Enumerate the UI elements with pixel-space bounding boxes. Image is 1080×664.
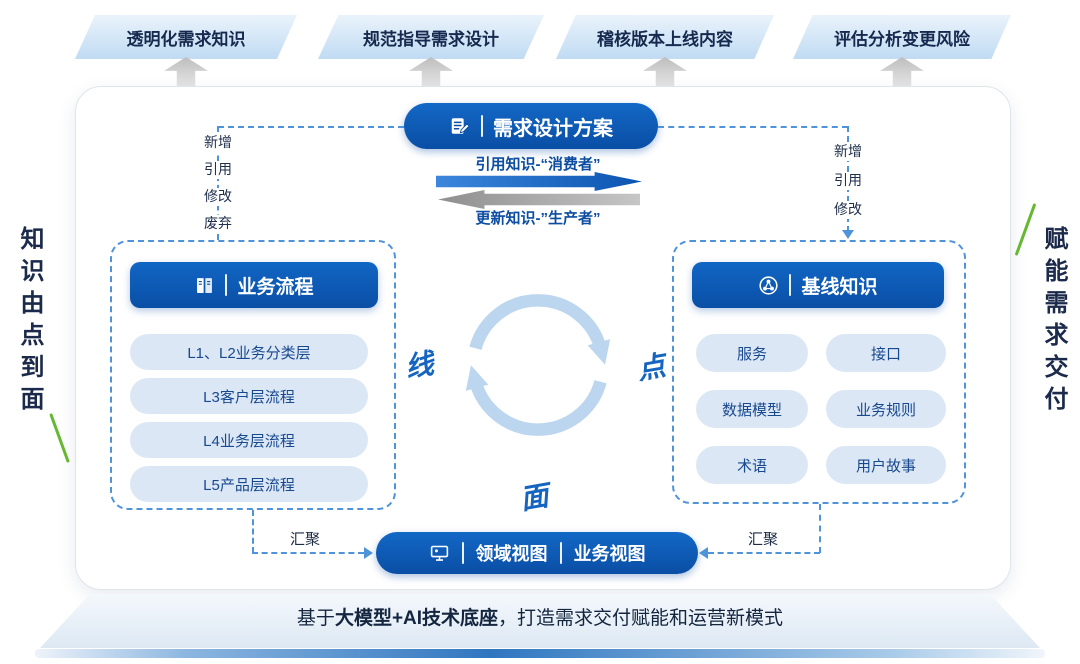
dashed-connector bbox=[252, 552, 364, 554]
divider bbox=[461, 542, 464, 564]
banner-label: 规范指导需求设计 bbox=[363, 29, 499, 49]
edit-document-icon bbox=[451, 118, 470, 134]
bottom-gradient-bar bbox=[35, 649, 1045, 658]
business-process-title: 业务流程 bbox=[237, 276, 314, 298]
action-label: 修改 bbox=[200, 188, 236, 206]
footer-text: 基于大模型+AI技术底座，打造需求交付赋能和运营新模式 bbox=[0, 603, 1080, 630]
arrowhead-icon bbox=[842, 230, 854, 239]
action-label: 新增 bbox=[200, 134, 236, 152]
baseline-knowledge-header: 基线知识 bbox=[692, 262, 944, 308]
consume-knowledge-label: 引用知识-“消费者” bbox=[475, 156, 601, 173]
produce-knowledge-label: 更新知识-”生产者” bbox=[475, 210, 601, 227]
action-label: 引用 bbox=[830, 172, 866, 190]
domain-view-pill: 领域视图 业务视图 bbox=[376, 532, 698, 574]
green-accent-line bbox=[1014, 203, 1037, 256]
baseline-knowledge-title: 基线知识 bbox=[801, 276, 878, 298]
process-item: L1、L2业务分类层 bbox=[130, 334, 368, 370]
action-label: 废弃 bbox=[200, 215, 236, 233]
banner-audit-release: 稽核版本上线内容 bbox=[556, 15, 774, 59]
divider bbox=[559, 542, 562, 564]
arrowhead-icon bbox=[364, 547, 373, 559]
workstation-icon bbox=[430, 545, 448, 561]
banner-label: 透明化需求知识 bbox=[126, 29, 246, 49]
business-view-label: 业务视图 bbox=[573, 544, 646, 564]
up-arrow-icon bbox=[164, 57, 208, 86]
green-accent-line bbox=[49, 413, 70, 463]
business-process-header: 业务流程 bbox=[130, 262, 378, 308]
divider bbox=[225, 274, 228, 296]
footer-suffix: ，打造需求交付赋能和运营新模式 bbox=[498, 608, 784, 629]
action-label: 修改 bbox=[830, 201, 866, 219]
up-arrow-icon bbox=[880, 57, 924, 86]
converge-label-right: 汇聚 bbox=[745, 528, 782, 549]
dashed-connector bbox=[218, 126, 404, 128]
knowledge-item: 服务 bbox=[696, 334, 808, 372]
knowledge-item: 术语 bbox=[696, 446, 808, 484]
dashed-connector bbox=[708, 552, 820, 554]
process-item: L5产品层流程 bbox=[130, 466, 368, 502]
produce-arrow-icon bbox=[438, 190, 640, 209]
action-label: 新增 bbox=[830, 143, 866, 161]
dashed-connector bbox=[217, 126, 219, 240]
divider bbox=[789, 274, 792, 296]
dashed-connector bbox=[658, 126, 848, 128]
up-arrow-icon bbox=[643, 57, 687, 86]
process-item: L3客户层流程 bbox=[130, 378, 368, 414]
arrowhead-icon bbox=[699, 547, 708, 559]
network-nodes-icon bbox=[759, 275, 779, 295]
knowledge-item: 业务规则 bbox=[826, 390, 946, 428]
divider bbox=[481, 115, 483, 137]
requirement-design-label: 需求设计方案 bbox=[493, 117, 613, 140]
banner-standard-guidance: 规范指导需求设计 bbox=[318, 15, 544, 59]
banner-risk-assessment: 评估分析变更风险 bbox=[793, 15, 1011, 59]
dashed-connector bbox=[252, 510, 254, 553]
footer-platform bbox=[40, 594, 1040, 648]
footer-prefix: 基于 bbox=[296, 608, 335, 629]
baseline-knowledge-panel: 基线知识 服务 接口 数据模型 业务规则 术语 用户故事 bbox=[672, 240, 966, 504]
knowledge-item: 数据模型 bbox=[696, 390, 808, 428]
right-side-caption: 赋能需求交付 bbox=[1040, 226, 1067, 418]
banner-transparent-requirements: 透明化需求知识 bbox=[75, 15, 297, 59]
converge-label-left: 汇聚 bbox=[287, 528, 324, 549]
left-side-caption: 知识由点到面 bbox=[16, 226, 43, 418]
action-label: 引用 bbox=[200, 161, 236, 179]
dashed-connector bbox=[819, 504, 821, 553]
business-process-panel: 业务流程 L1、L2业务分类层 L3客户层流程 L4业务层流程 L5产品层流程 bbox=[110, 240, 396, 510]
domain-view-label: 领域视图 bbox=[475, 544, 548, 564]
banner-label: 评估分析变更风险 bbox=[834, 29, 970, 49]
open-book-icon bbox=[197, 277, 213, 293]
knowledge-item: 用户故事 bbox=[826, 446, 946, 484]
up-arrow-icon bbox=[409, 57, 453, 86]
process-item: L4业务层流程 bbox=[130, 422, 368, 458]
footer-bold: 大模型+AI技术底座 bbox=[334, 608, 499, 629]
banner-label: 稽核版本上线内容 bbox=[597, 29, 733, 49]
consume-arrow-icon bbox=[436, 172, 642, 191]
requirement-design-pill: 需求设计方案 bbox=[404, 103, 658, 149]
circular-arrows-icon bbox=[465, 294, 611, 436]
knowledge-item: 接口 bbox=[826, 334, 946, 372]
